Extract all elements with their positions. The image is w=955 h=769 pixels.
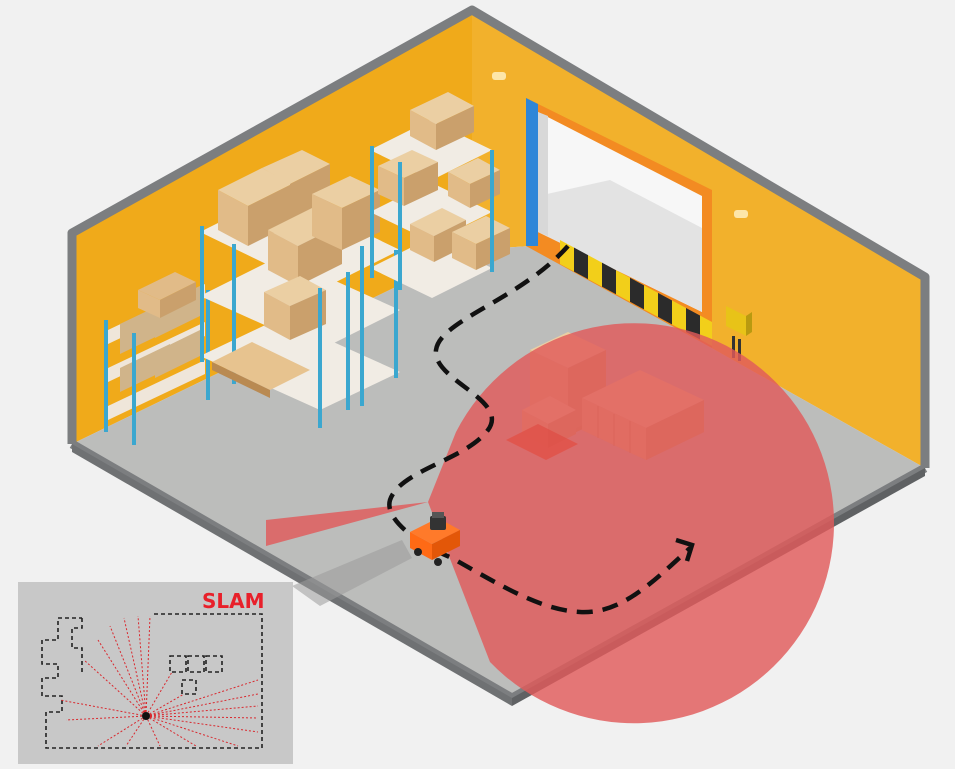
- shelf-unit-front: [104, 272, 210, 445]
- door-floor-shadow: [538, 180, 702, 312]
- slam-title: SLAM: [202, 589, 265, 613]
- dock-control-box: [726, 306, 752, 361]
- robot-path: [387, 244, 695, 615]
- slam-map-walls: [41, 613, 263, 749]
- floor-edge-left: [72, 444, 512, 706]
- scan-highlight-pallet: [506, 424, 578, 460]
- scan-fan-left: [266, 502, 428, 546]
- lidar-scan-area: [266, 323, 834, 724]
- lidar-sensor-icon: [430, 512, 446, 530]
- scan-fan-front: [428, 323, 834, 724]
- shelf-unit-back: [370, 92, 510, 298]
- inset-connector: [292, 540, 412, 606]
- dock-door: [492, 72, 752, 361]
- inset-panel: [18, 582, 293, 764]
- wall-rim: [67, 5, 930, 468]
- slam-robot-position: [142, 712, 150, 720]
- slam-scan-rays: [59, 615, 259, 747]
- shelf-unit-middle: [200, 150, 400, 428]
- door-left-post: [526, 98, 538, 246]
- wall-lamp: [492, 72, 506, 80]
- robot-icon: [410, 512, 460, 566]
- wall-lamp: [734, 210, 748, 218]
- arrow-head-icon: [675, 537, 695, 562]
- hazard-stripe: [560, 240, 712, 346]
- slam-inset: SLAM: [18, 582, 293, 764]
- door-side-shadow: [538, 112, 548, 236]
- path-line: [387, 244, 692, 615]
